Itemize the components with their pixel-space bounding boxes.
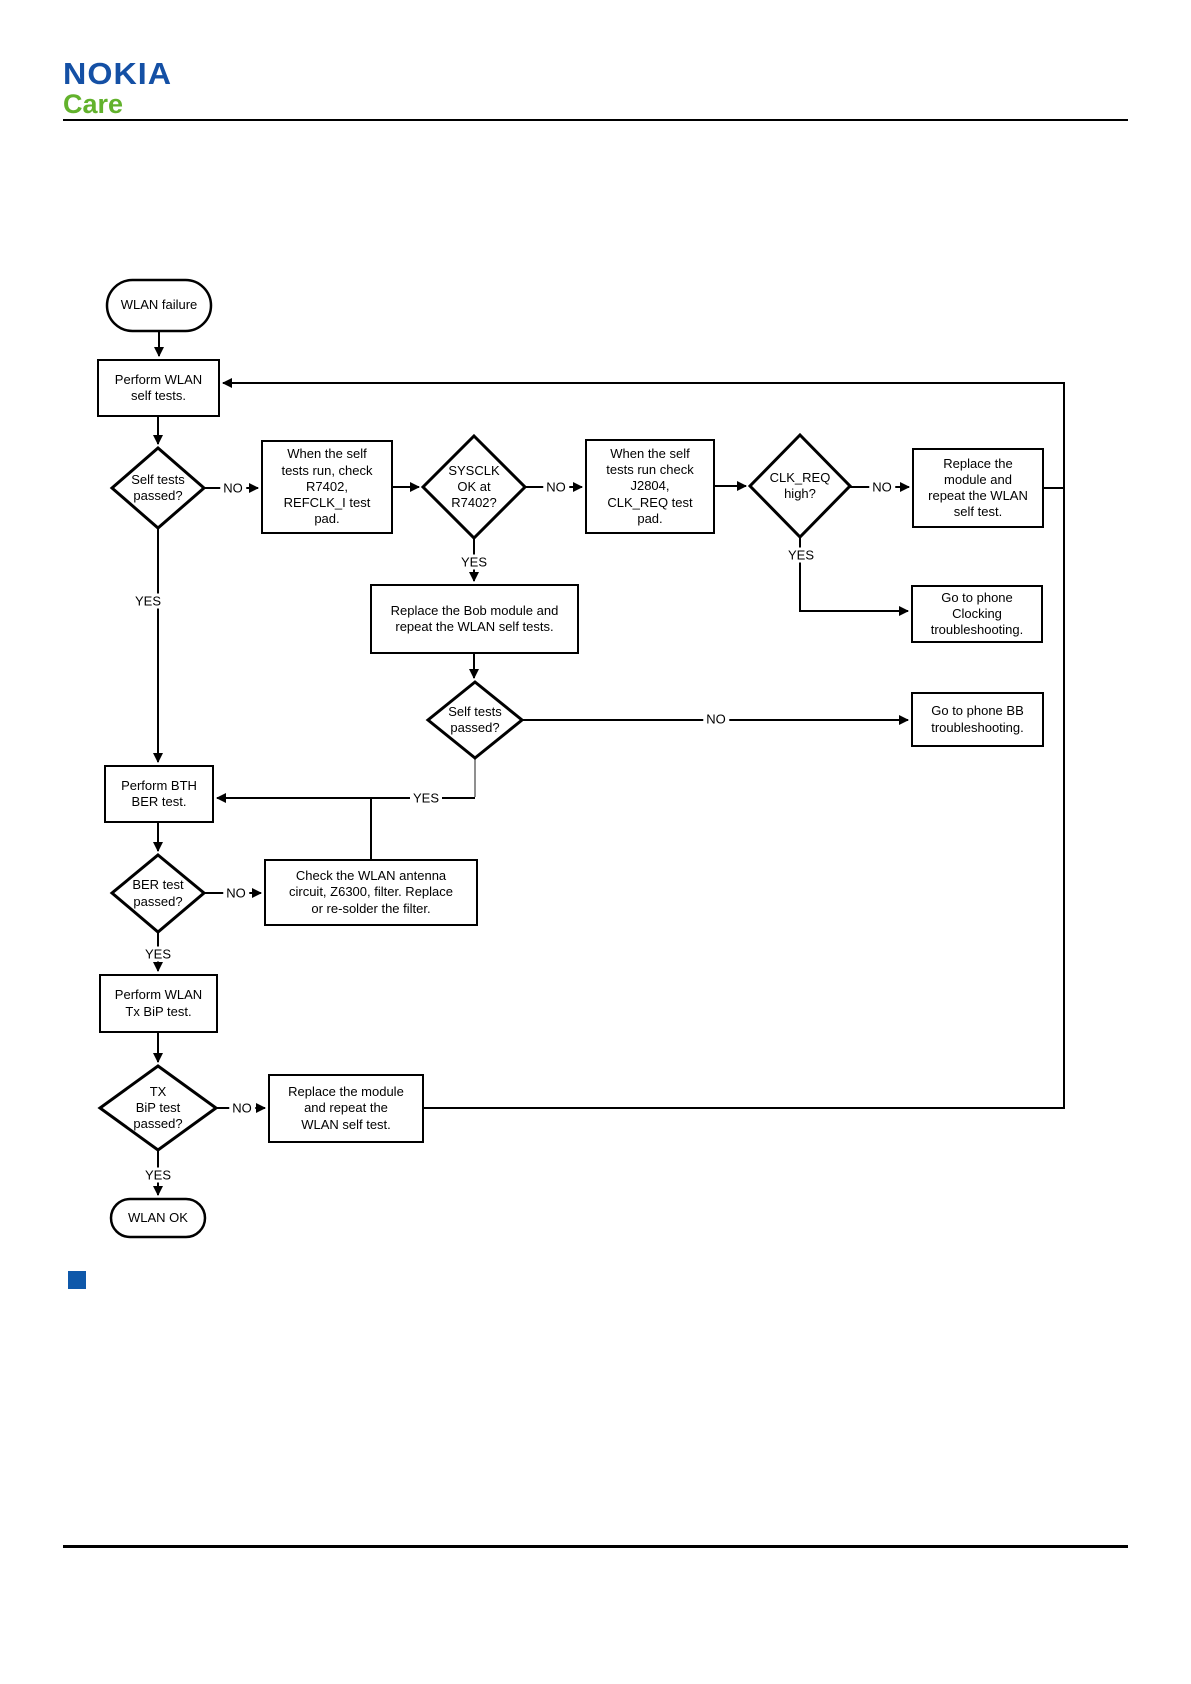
shape-self-tests-passed-1 [109,446,207,530]
shape-check-r7402 [261,440,393,534]
shape-sysclk-ok [420,433,528,541]
shape-perform-self-tests [97,359,220,417]
flow-connectors [153,331,1065,1196]
shape-self-tests-passed-2 [425,680,525,760]
shape-check-j2804 [585,439,715,534]
shape-tx-bip-passed [97,1064,219,1152]
shape-clk-req-high [747,432,853,540]
edge-clkreq-yes [799,537,909,616]
header-rule [63,119,1128,121]
shape-end-terminator [109,1197,207,1239]
shape-replace-module-top [912,448,1044,528]
shape-replace-bob [370,584,579,654]
flow-shapes [97,278,1044,1239]
nokia-wordmark: NOKIA [63,56,173,91]
shape-check-antenna [264,859,478,926]
shape-ber-test-passed [109,853,207,934]
edge-feedback-loop [222,378,1065,1109]
care-wordmark: Care [63,89,124,119]
shape-goto-clocking [911,585,1043,643]
nokia-care-logo: NOKIA Care [63,58,171,119]
shape-start-terminator [105,278,213,333]
footer-rule [63,1545,1128,1548]
shape-goto-bb [911,692,1044,747]
shape-perform-tx-bip [99,974,218,1033]
shape-replace-module-bottom [268,1074,424,1143]
shape-perform-bth-ber [104,765,214,823]
blue-square-marker [68,1271,86,1289]
